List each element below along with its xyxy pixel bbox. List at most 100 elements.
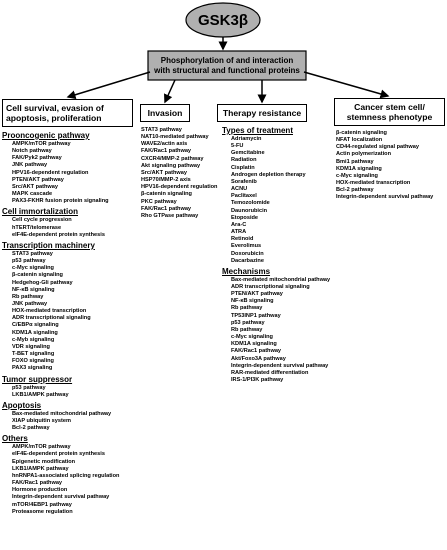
list-item: Bmi1 pathway: [336, 158, 374, 165]
survival-heading-line-2: apoptosis, proliferation: [6, 113, 102, 123]
list-item: Integrin-dependent survival pathway: [336, 194, 434, 201]
section-title: Others: [2, 434, 28, 444]
list-item: FAK/Rac1 pathway: [141, 148, 192, 155]
list-item: WAVE2/actin axis: [141, 141, 188, 148]
list-item: AMPK/mTOR pathway: [12, 141, 71, 147]
arrow-to-stem: [303, 71, 390, 99]
list-item: RAR-mediated differentiation: [231, 369, 309, 376]
list-item: PTEN/AKT pathway: [231, 291, 283, 298]
list-item: KDM1A signaling: [336, 165, 382, 172]
survival-heading: Cell survival, evasion of apoptosis, pro…: [2, 99, 133, 127]
list-item: Epigenetic modification: [12, 458, 76, 465]
list-item: Paclitaxel: [231, 193, 257, 200]
survival-heading-line-1: Cell survival, evasion of: [6, 103, 104, 113]
list-item: p53 pathway: [12, 384, 46, 391]
list-item: Sorafenib: [231, 178, 257, 185]
banner: Phosphorylation of and interaction with …: [148, 51, 306, 80]
section-title: Cell immortalization: [2, 207, 79, 217]
arrow-to-survival: [66, 71, 151, 100]
list-item: FAK/Rac1 pathway: [141, 205, 192, 212]
list-item: Actin polymerization: [336, 151, 392, 158]
list-item: HPV16-dependent regulation: [141, 184, 218, 191]
list-item: Src/AKT pathway: [12, 183, 59, 190]
list-item: TP53INP1 pathway: [231, 312, 281, 319]
list-item: Doxorubicin: [231, 250, 264, 257]
list-item: Androgen depletion therapy: [231, 171, 306, 178]
list-item: STAT3 pathway: [141, 127, 182, 133]
list-item: p53 pathway: [231, 319, 265, 326]
list-item: Cell cycle progression: [12, 217, 72, 224]
list-item: NF-κB signaling: [231, 298, 274, 305]
list-item: Rb pathway: [12, 293, 44, 300]
list-item: XIAP ubiquitin system: [12, 418, 71, 424]
section-title: Tumor suppressor: [2, 374, 73, 384]
list-item: STAT3 pathway: [12, 250, 53, 257]
list-item: FAK/Rac1 pathway: [12, 480, 63, 487]
list-item: NF-κB signaling: [12, 286, 55, 293]
list-item: FAK/Rac1 pathway: [231, 348, 282, 355]
list-item: Gemcitabine: [231, 150, 265, 157]
list-item: Adriamycin: [231, 136, 262, 142]
list-item: T-BET signaling: [12, 351, 55, 358]
list-item: c-Myc signaling: [12, 265, 54, 272]
list-item: HOX-mediated transcription: [336, 180, 411, 187]
list-item: FAK/Pyk2 pathway: [12, 155, 62, 162]
list-item: Dacarbazine: [231, 257, 264, 264]
list-item: p53 pathway: [12, 258, 46, 265]
list-item: Cisplatin: [231, 164, 255, 171]
list-item: c-Myc signaling: [231, 334, 273, 341]
list-item: KDM1A signaling: [12, 329, 58, 336]
stem-heading-line-2: stemness phenotype: [346, 112, 433, 122]
list-item: hTERT/telomerase: [12, 224, 62, 231]
list-item: Etoposide: [231, 214, 259, 221]
stem-heading-line-1: Cancer stem cell/: [354, 102, 425, 112]
list-item: Rb pathway: [231, 326, 263, 333]
banner-box: [147, 50, 307, 81]
list-item: C/EBPα signaling: [12, 322, 59, 329]
list-item: PAX3 signaling: [12, 365, 53, 372]
list-item: eIF4E-dependent protein synthesis: [12, 451, 105, 458]
section-title: Transcription machinery: [2, 240, 95, 250]
therapy-heading: Therapy resistance: [217, 104, 307, 122]
list-item: Hedgehog-Gli pathway: [12, 279, 73, 286]
list-item: HOX-mediated transcription: [12, 308, 87, 315]
therapy-heading-text: Therapy resistance: [222, 108, 302, 118]
list-item: FOXO signaling: [12, 358, 54, 365]
list-item: AMPK/mTOR pathway: [12, 444, 71, 451]
list-item: Integrin-dependent survival pathway: [231, 362, 329, 369]
list-item: hnRNPA1-associated splicing regulation: [12, 472, 120, 479]
list-item: Integrin-dependent survival pathway: [12, 494, 110, 501]
invasion-heading: Invasion: [140, 104, 190, 122]
list-item: MAPK cascade: [12, 191, 53, 198]
section-title: Mechanisms: [222, 266, 271, 276]
list-item: 5-FU: [231, 143, 244, 150]
list-item: c-Myb signaling: [12, 336, 55, 343]
list-item: Everolimus: [231, 243, 262, 250]
list-item: LKB1/AMPK pathway: [12, 465, 69, 472]
gsk3b-title: GSK3β: [197, 11, 248, 29]
list-item: HSP70/MMP-2 axis: [141, 177, 191, 184]
banner-line-1: Phosphorylation of and interaction: [160, 55, 294, 65]
list-item: Ara-C: [231, 221, 247, 228]
list-item: Akt/Foxo3A pathway: [231, 355, 286, 362]
list-item: ADR transcriptional signaling: [12, 315, 91, 322]
list-item: PAX3-FKHR fusion protein signaling: [12, 198, 109, 205]
list-item: PKC pathway: [141, 198, 177, 205]
list-item: Temozolomide: [231, 200, 270, 207]
list-item: β-catenin signaling: [141, 191, 192, 198]
list-item: CD44-regulated signal pathway: [336, 144, 419, 151]
list-item: Notch pathway: [12, 148, 52, 155]
list-item: Bax-mediated mitochondrial pathway: [231, 276, 331, 283]
list-item: c-Myc signaling: [336, 172, 378, 179]
list-item: Src/AKT pathway: [141, 169, 188, 176]
list-item: Radiation: [231, 157, 257, 164]
list-item: ACNU: [231, 186, 248, 193]
list-item: IRS-1/PI3K pathway: [231, 377, 284, 383]
list-item: KDM1A signaling: [231, 341, 277, 348]
list-item: ATRA: [231, 229, 247, 236]
list-item: Retinoid: [231, 236, 254, 243]
